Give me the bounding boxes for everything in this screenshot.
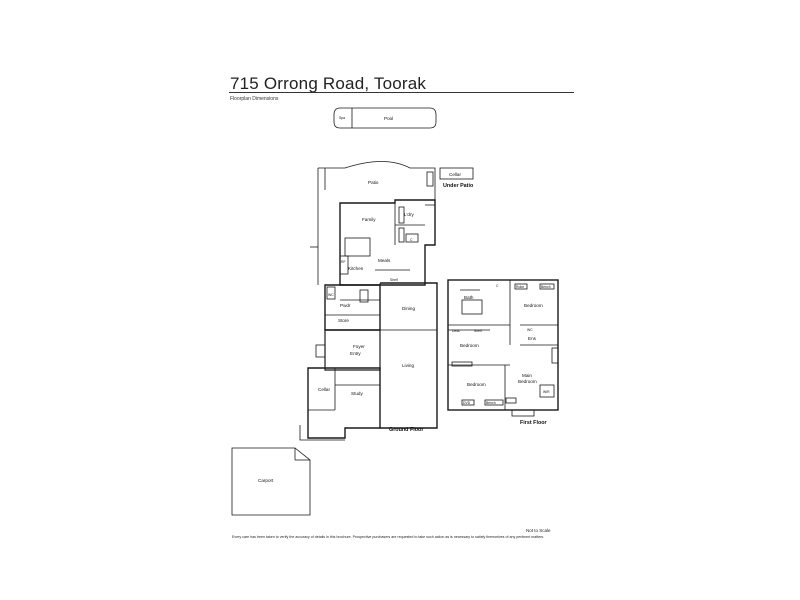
bedroom-w-label: Bedroom [460,343,479,348]
under-patio-caption: Under Patio [443,183,474,189]
cellar-label: Cellar [449,172,461,177]
gf-cellar-label: Cellar [318,387,330,392]
pwdr-label: Pwdr [340,303,351,308]
bedroom-sw-label: Bedroom [467,382,486,387]
study-label: Study [351,391,363,396]
pool-spa-label: Spa [339,116,345,120]
ff-bench-2-label: Bench [486,401,496,405]
gf-shelf-label: Shelf [390,278,398,282]
meals-label: Meals [378,258,391,263]
first-floor-caption: First Floor [520,420,548,426]
kitchen-label: Kitchen [348,266,364,271]
ff-shelf-label: Shelf [474,329,482,333]
pool [333,107,437,129]
patio-label: Patio [368,180,379,185]
ff-dvd-label: DVD [463,401,471,405]
entry-label: Entry [350,351,361,356]
ff-desk-label: Desk [452,329,460,333]
gf-c-label: C [410,238,413,242]
title-divider [229,92,574,93]
pool-label: Pool [384,116,393,121]
store-label: Store [338,318,349,323]
not-to-scale-note: Not to Scale [526,528,551,533]
ground-floor-caption: Ground Floor [389,427,424,433]
cellar-under-patio [439,167,474,180]
disclaimer-text: Every care has been taken to verify the … [232,535,545,539]
gf-wc-label: WC [328,293,334,297]
ff-wc-label: WC [527,328,533,332]
rf-label: RF [341,260,346,264]
laundry-label: L'dry [404,212,415,217]
foyer-label: Foyer [353,344,365,349]
ff-bench-label: Bench [541,285,551,289]
ff-wir-label: WIR [543,390,550,394]
bedroom-ne-label: Bedroom [524,303,543,308]
first-floor-plan [447,279,559,417]
ff-c-label: C [496,284,499,288]
dining-label: Dining [402,306,415,311]
main-bedroom-label-line2: Bedroom [518,379,537,384]
family-label: Family [362,217,376,222]
floorplan-sheet [188,0,612,600]
main-bedroom-label-line1: Main [522,373,532,378]
carport-label: Carport [258,478,274,483]
page-title: 715 Orrong Road, Toorak [230,74,427,93]
carport [231,447,311,516]
ens-label: Ens [528,336,537,341]
ff-robe-label: Robe [516,285,524,289]
ground-floor-plan [299,161,438,441]
page-subtitle: Floorplan Dimensions [230,96,279,102]
bath-label: Bath [464,295,474,300]
living-label: Living [402,363,414,368]
